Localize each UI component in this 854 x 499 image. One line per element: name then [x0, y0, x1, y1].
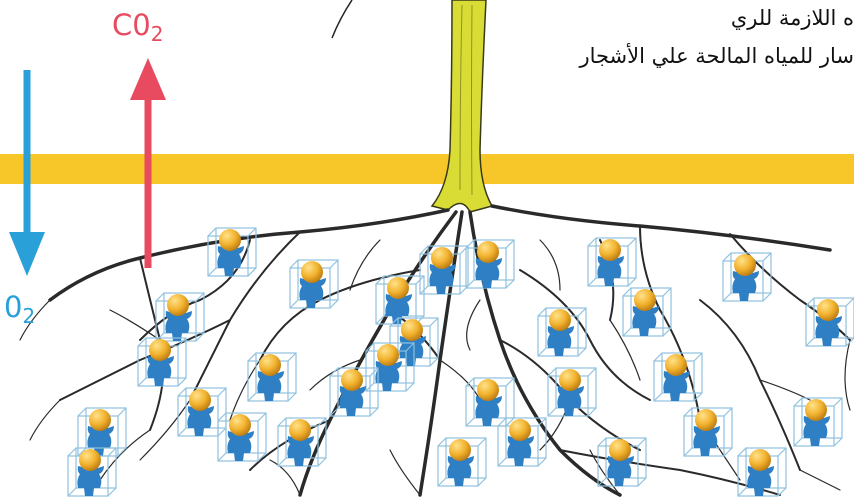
- arabic-text-line-2: سار للمياه المالحة علي الأشجار: [579, 44, 854, 68]
- stem-line: [332, 0, 352, 38]
- arabic-text-line-1: ه اللازمة للري: [731, 6, 854, 30]
- microbe-cube: [376, 276, 424, 324]
- o2-label-main: 0: [4, 290, 22, 324]
- microbe-cube: [466, 240, 514, 288]
- microbe-cube: [794, 398, 842, 446]
- microbe-cube: [178, 388, 226, 436]
- microbe-cube: [684, 408, 732, 456]
- microbe-cube: [78, 408, 126, 456]
- soil-surface-band: [0, 154, 854, 184]
- microbe-cube: [138, 338, 186, 386]
- co2-label-subscript: 2: [151, 22, 164, 46]
- microbe-cube: [438, 438, 486, 486]
- microbe-cube: [208, 228, 256, 276]
- microbe-cube: [738, 448, 786, 496]
- microbe-cube: [623, 288, 671, 336]
- microbe-cube: [806, 298, 854, 346]
- microbe-cube: [588, 238, 636, 286]
- microbe-cube: [598, 438, 646, 486]
- microbe-cube: [723, 253, 771, 301]
- microbe-cube: [218, 413, 266, 461]
- microbe-cube: [68, 448, 116, 496]
- microbe-cube: [538, 308, 586, 356]
- microbe-cubes: [68, 228, 854, 496]
- co2-label-main: C0: [112, 8, 151, 42]
- microbe-cube: [498, 418, 546, 466]
- microbe-cube: [330, 368, 378, 416]
- microbe-cube: [466, 378, 514, 426]
- microbe-cube: [366, 343, 414, 391]
- microbe-cube: [290, 260, 338, 308]
- microbe-cube: [248, 353, 296, 401]
- o2-label-subscript: 2: [22, 304, 35, 328]
- co2-label: C02: [112, 8, 163, 46]
- microbe-cube: [548, 368, 596, 416]
- microbe-cube: [156, 293, 204, 341]
- o2-label: 02: [4, 290, 35, 328]
